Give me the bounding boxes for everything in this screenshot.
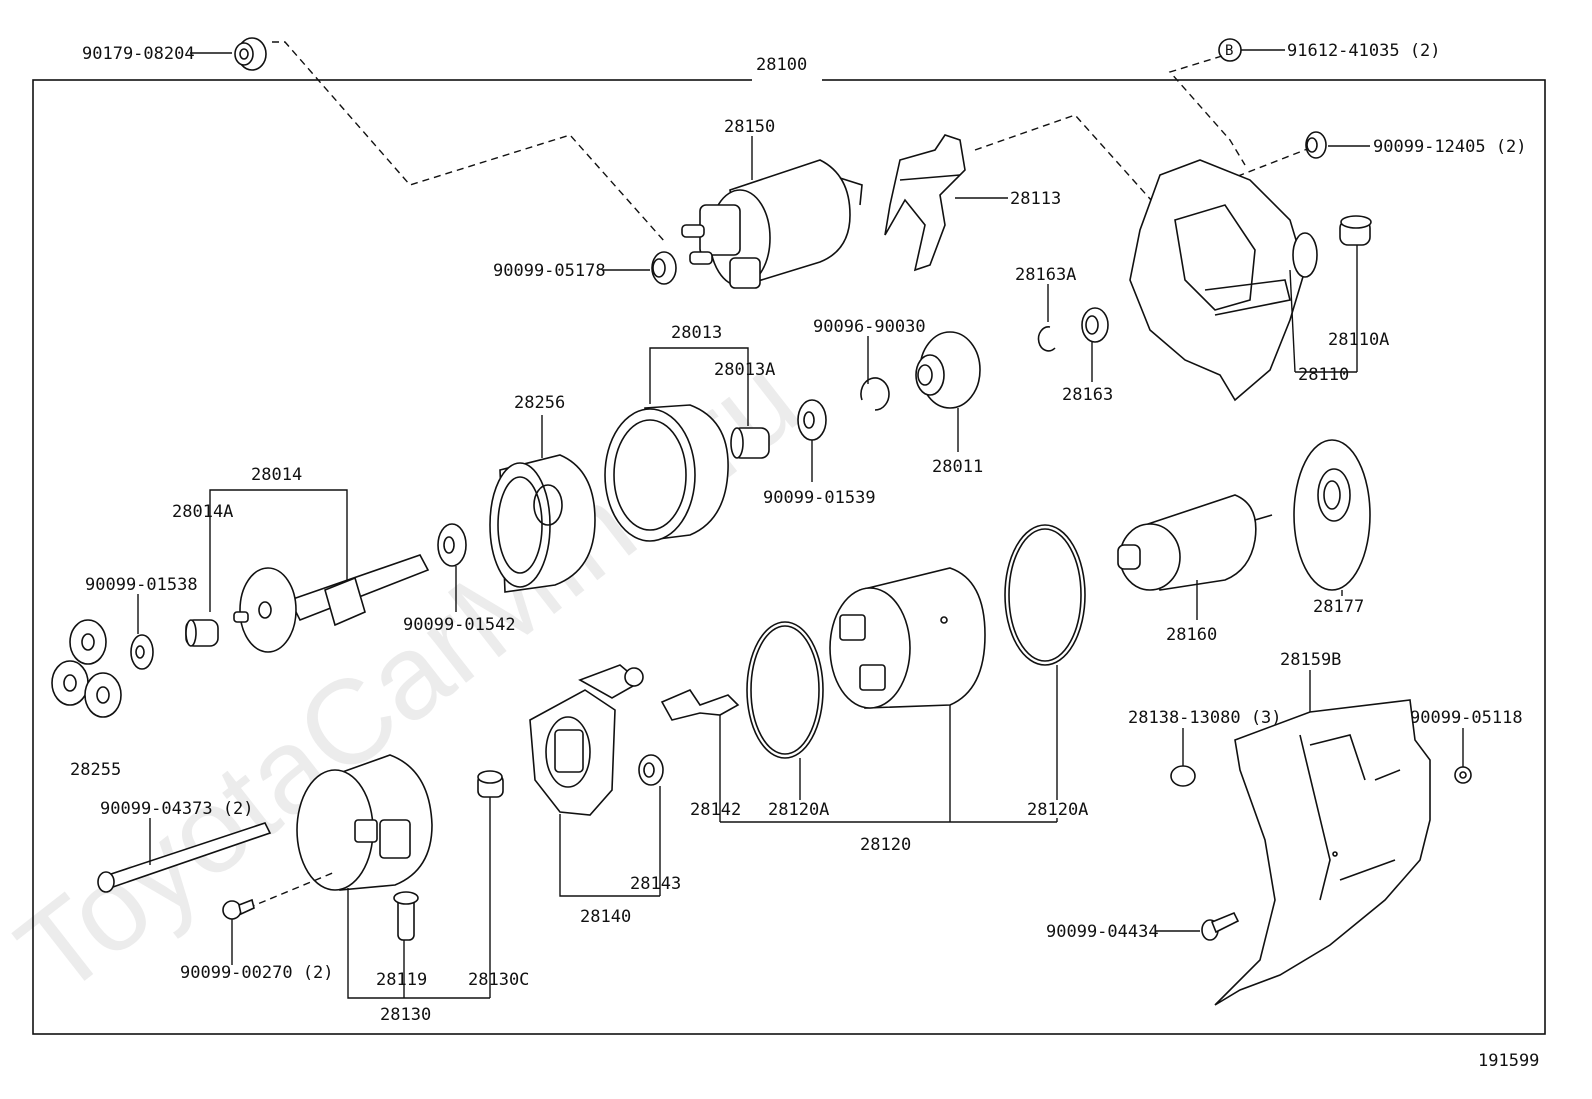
- bushing-28014A[interactable]: [185, 619, 219, 647]
- label-28100: 28100: [756, 55, 807, 75]
- through-bolt-90099-04373[interactable]: [97, 822, 272, 893]
- label-28110A: 28110A: [1328, 330, 1389, 350]
- solenoid-28150[interactable]: [681, 159, 863, 289]
- nut-90099-05178[interactable]: [651, 251, 677, 285]
- bearing-28163[interactable]: [1081, 307, 1109, 343]
- label-91612-41035: 91612-41035 (2): [1287, 41, 1441, 61]
- label-28014: 28014: [251, 465, 302, 485]
- bushing-28110A[interactable]: [1339, 215, 1372, 246]
- label-90096-90030: 90096-90030: [813, 317, 926, 337]
- bushing-28130C[interactable]: [477, 770, 504, 798]
- screw-90099-00270[interactable]: [222, 898, 255, 920]
- label-28143: 28143: [630, 874, 681, 894]
- washer-90099-01542[interactable]: [437, 523, 467, 567]
- ring-gear-28256[interactable]: [489, 454, 596, 593]
- washer-90099-01538[interactable]: [130, 634, 154, 670]
- snap-ring-28163A[interactable]: [1037, 326, 1056, 352]
- label-90099-01539: 90099-01539: [763, 488, 876, 508]
- spring-28142[interactable]: [660, 689, 740, 721]
- label-28120A-right: 28120A: [1027, 800, 1088, 820]
- label-90099-05178: 90099-05178: [493, 261, 606, 281]
- dashed-guide-screw: [247, 871, 336, 909]
- cover-28159B[interactable]: [1214, 699, 1431, 1006]
- plate-28177[interactable]: [1293, 439, 1371, 591]
- clutch-28011[interactable]: [915, 331, 981, 409]
- armature-28160[interactable]: [1117, 494, 1273, 591]
- label-28014A: 28014A: [172, 502, 233, 522]
- label-28140: 28140: [580, 907, 631, 927]
- label-90099-04373: 90099-04373 (2): [100, 799, 254, 819]
- label-28120: 28120: [860, 835, 911, 855]
- label-90179-08204: 90179-08204: [82, 44, 195, 64]
- label-28177: 28177: [1313, 597, 1364, 617]
- label-28163: 28163: [1062, 385, 1113, 405]
- bushing-28013A[interactable]: [730, 427, 770, 459]
- dashed-guide-left: [272, 41, 666, 243]
- label-28013: 28013: [671, 323, 722, 343]
- label-28119: 28119: [376, 970, 427, 990]
- cap-28138-13080[interactable]: [1170, 765, 1196, 787]
- label-90099-04434: 90099-04434: [1046, 922, 1159, 942]
- plug-28119[interactable]: [393, 891, 419, 941]
- housing-28110[interactable]: [1129, 159, 1318, 402]
- housing-28013[interactable]: [604, 404, 729, 542]
- label-28120A-left: 28120A: [768, 800, 829, 820]
- bracket-28014: [209, 489, 348, 612]
- end-frame-28130[interactable]: [296, 754, 433, 891]
- spring-28143[interactable]: [638, 754, 664, 786]
- shaft-28014[interactable]: [233, 554, 430, 653]
- callout-b-letter: B: [1225, 43, 1233, 59]
- label-90099-01542: 90099-01542: [403, 615, 516, 635]
- assembly-label-gap: [752, 70, 822, 88]
- nut-90099-05118[interactable]: [1454, 766, 1472, 784]
- label-28255: 28255: [70, 760, 121, 780]
- label-28142: 28142: [690, 800, 741, 820]
- label-28013A: 28013A: [714, 360, 775, 380]
- dashed-guide-b: [1168, 55, 1246, 166]
- label-90099-01538: 90099-01538: [85, 575, 198, 595]
- bracket-28130: [347, 888, 490, 999]
- label-28160: 28160: [1166, 625, 1217, 645]
- label-28113: 28113: [1010, 189, 1061, 209]
- label-28110: 28110: [1298, 365, 1349, 385]
- leader-28110-a: [1289, 269, 1296, 373]
- bracket-28013: [649, 347, 749, 426]
- o-ring-28120A-right[interactable]: [1004, 524, 1086, 666]
- label-90099-00270: 90099-00270 (2): [180, 963, 334, 983]
- label-28159B: 28159B: [1280, 650, 1341, 670]
- label-28138-13080: 28138-13080 (3): [1128, 708, 1282, 728]
- washer-90099-01539[interactable]: [797, 399, 827, 441]
- bolt-90099-04434[interactable]: [1201, 911, 1240, 941]
- nut-90099-12405[interactable]: [1305, 131, 1327, 159]
- label-28256: 28256: [514, 393, 565, 413]
- label-28150: 28150: [724, 117, 775, 137]
- label-28130: 28130: [380, 1005, 431, 1025]
- label-90099-05118: 90099-05118: [1410, 708, 1523, 728]
- bracket-28140: [559, 814, 660, 897]
- lever-28113[interactable]: [884, 134, 966, 272]
- o-ring-28120A-left[interactable]: [746, 621, 824, 759]
- label-28163A: 28163A: [1015, 265, 1076, 285]
- field-frame-28120[interactable]: [829, 567, 986, 709]
- diagram-id: 191599: [1478, 1051, 1539, 1071]
- label-28130C: 28130C: [468, 970, 529, 990]
- snap-ring-90096-90030[interactable]: [860, 377, 890, 411]
- gears-28255[interactable]: [51, 619, 122, 718]
- label-90099-12405: 90099-12405 (2): [1373, 137, 1527, 157]
- dashed-guide-fork: [974, 114, 1161, 211]
- nut-90179-08204[interactable]: [234, 37, 267, 71]
- brush-holder-28140[interactable]: [529, 664, 644, 816]
- label-28011: 28011: [932, 457, 983, 477]
